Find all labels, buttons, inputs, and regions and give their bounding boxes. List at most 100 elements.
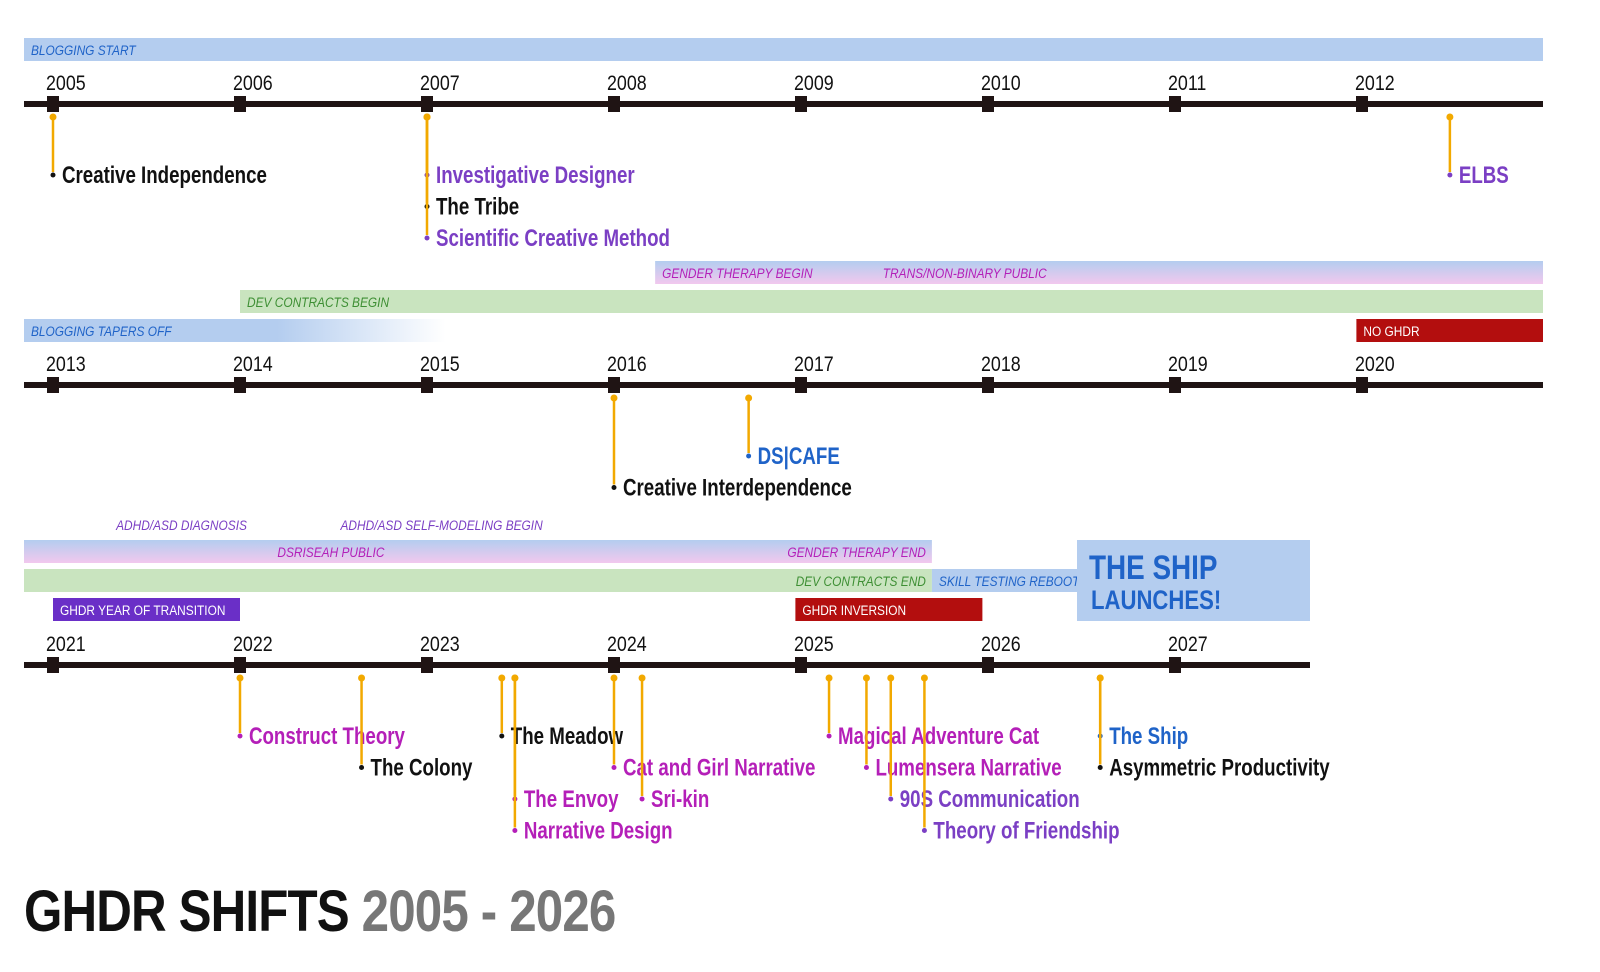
event-label-2-10: Theory of Friendship	[933, 817, 1119, 844]
year-label-2009: 2009	[794, 72, 834, 96]
event-anchor-dot-2-1	[358, 674, 366, 682]
page-title: GHDR SHIFTS 2005 - 2026	[24, 878, 617, 945]
event-bullet-0-4	[1447, 172, 1453, 178]
band-label-2-7: GHDR INVERSION	[802, 602, 906, 618]
year-tick-2019	[1169, 377, 1181, 393]
band-2-2	[24, 540, 932, 563]
event-label-2-11: The Ship	[1109, 723, 1188, 750]
year-label-2015: 2015	[420, 353, 460, 377]
ship-title-line1: THE SHIP	[1089, 548, 1218, 586]
band-label-2-5: SKILL TESTING REBOOT	[939, 573, 1081, 589]
ship-title-line2: LAUNCHES!	[1091, 586, 1221, 616]
year-tick-2022	[234, 657, 246, 673]
year-tick-2015	[421, 377, 433, 393]
event-bullet-2-5	[611, 765, 617, 770]
event-anchor-dot-2-5	[610, 674, 618, 682]
event-anchor-dot-0-3	[423, 113, 431, 121]
event-label-2-2: The Meadow	[511, 723, 624, 750]
band-2-4	[24, 569, 932, 592]
event-anchor-dot-0-4	[1446, 113, 1454, 121]
event-label-2-4: Narrative Design	[524, 817, 673, 844]
axis-line-2	[24, 662, 1310, 668]
event-anchor-dot-1-1	[610, 394, 618, 402]
event-bullet-2-4	[512, 828, 518, 833]
event-anchor-dot-0-0	[49, 113, 57, 121]
event-label-0-1: Investigative Designer	[436, 162, 635, 189]
year-label-2010: 2010	[981, 72, 1021, 96]
event-anchor-dot-2-12	[1096, 674, 1104, 682]
event-label-2-0: Construct Theory	[249, 723, 405, 750]
year-label-2025: 2025	[794, 633, 834, 657]
event-bullet-0-3	[424, 235, 430, 241]
year-label-2027: 2027	[1168, 633, 1208, 657]
event-anchor-dot-2-2	[498, 674, 506, 682]
event-bullet-2-1	[359, 765, 365, 770]
year-tick-2023	[421, 657, 433, 673]
band-1-2	[240, 290, 1543, 313]
event-label-1-0: DS|CAFE	[758, 443, 840, 470]
year-label-2011: 2011	[1168, 72, 1206, 96]
event-label-0-2: The Tribe	[436, 193, 519, 220]
year-label-2019: 2019	[1168, 353, 1208, 377]
year-tick-2012	[1356, 96, 1368, 112]
year-label-2006: 2006	[233, 72, 273, 96]
event-label-2-6: Sri-kin	[651, 786, 709, 813]
year-tick-2013	[47, 377, 59, 393]
event-bullet-2-12	[1097, 765, 1103, 770]
year-tick-2021	[47, 657, 59, 673]
band-1-4	[1356, 319, 1543, 342]
band-label-2-3: GENDER THERAPY END	[787, 544, 926, 560]
event-label-2-1: The Colony	[371, 754, 473, 781]
band-label-2-6: GHDR YEAR OF TRANSITION	[60, 602, 225, 618]
year-tick-2014	[234, 377, 246, 393]
event-bullet-2-8	[863, 765, 869, 770]
band-label-2-4: DEV CONTRACTS END	[796, 573, 926, 589]
year-label-2008: 2008	[607, 72, 647, 96]
year-tick-2018	[982, 377, 994, 393]
year-tick-2007	[421, 96, 433, 112]
year-tick-2006	[234, 96, 246, 112]
event-anchor-dot-2-0	[236, 674, 244, 682]
event-label-2-12: Asymmetric Productivity	[1109, 754, 1330, 781]
year-tick-2010	[982, 96, 994, 112]
year-tick-2024	[608, 657, 620, 673]
event-anchor-dot-2-9	[887, 674, 895, 682]
event-label-0-0: Creative Independence	[62, 162, 267, 189]
event-label-2-9: 90S Communication	[900, 786, 1080, 813]
year-tick-2005	[47, 96, 59, 112]
event-bullet-2-6	[639, 796, 645, 802]
event-label-2-7: Magical Adventure Cat	[838, 723, 1039, 750]
event-label-1-1: Creative Interdependence	[623, 474, 852, 501]
band-label-2-2: DSRISEAH PUBLIC	[277, 544, 385, 560]
event-bullet-2-9	[888, 796, 894, 802]
band-2-5	[931, 569, 1082, 592]
event-anchor-dot-2-4	[511, 674, 519, 682]
title-main: GHDR SHIFTS	[24, 879, 350, 944]
event-anchor-dot-2-10	[920, 674, 928, 682]
year-label-2023: 2023	[420, 633, 460, 657]
year-tick-2009	[795, 96, 807, 112]
band-1-0	[655, 261, 1543, 284]
event-bullet-2-2	[499, 733, 505, 739]
year-tick-2020	[1356, 377, 1368, 393]
year-tick-2026	[982, 657, 994, 673]
event-label-2-3: The Envoy	[524, 786, 619, 813]
year-label-2017: 2017	[794, 353, 834, 377]
event-label-2-8: Lumensera Narrative	[875, 754, 1061, 781]
title-range: 2005 - 2026	[361, 879, 617, 944]
year-label-2018: 2018	[981, 353, 1021, 377]
event-bullet-2-0	[237, 733, 243, 739]
year-label-2016: 2016	[607, 353, 647, 377]
year-label-2020: 2020	[1355, 353, 1395, 377]
year-label-2024: 2024	[607, 633, 647, 657]
event-bullet-2-7	[826, 733, 832, 739]
year-tick-2011	[1169, 96, 1181, 112]
event-label-0-3: Scientific Creative Method	[436, 225, 670, 252]
event-bullet-0-0	[50, 172, 56, 178]
event-anchor-dot-2-8	[862, 674, 870, 682]
band-label-1-1: TRANS/NON-BINARY PUBLIC	[883, 265, 1047, 281]
band-label-2-1: ADHD/ASD SELF-MODELING BEGIN	[340, 517, 544, 533]
axis-line-1	[24, 382, 1543, 388]
